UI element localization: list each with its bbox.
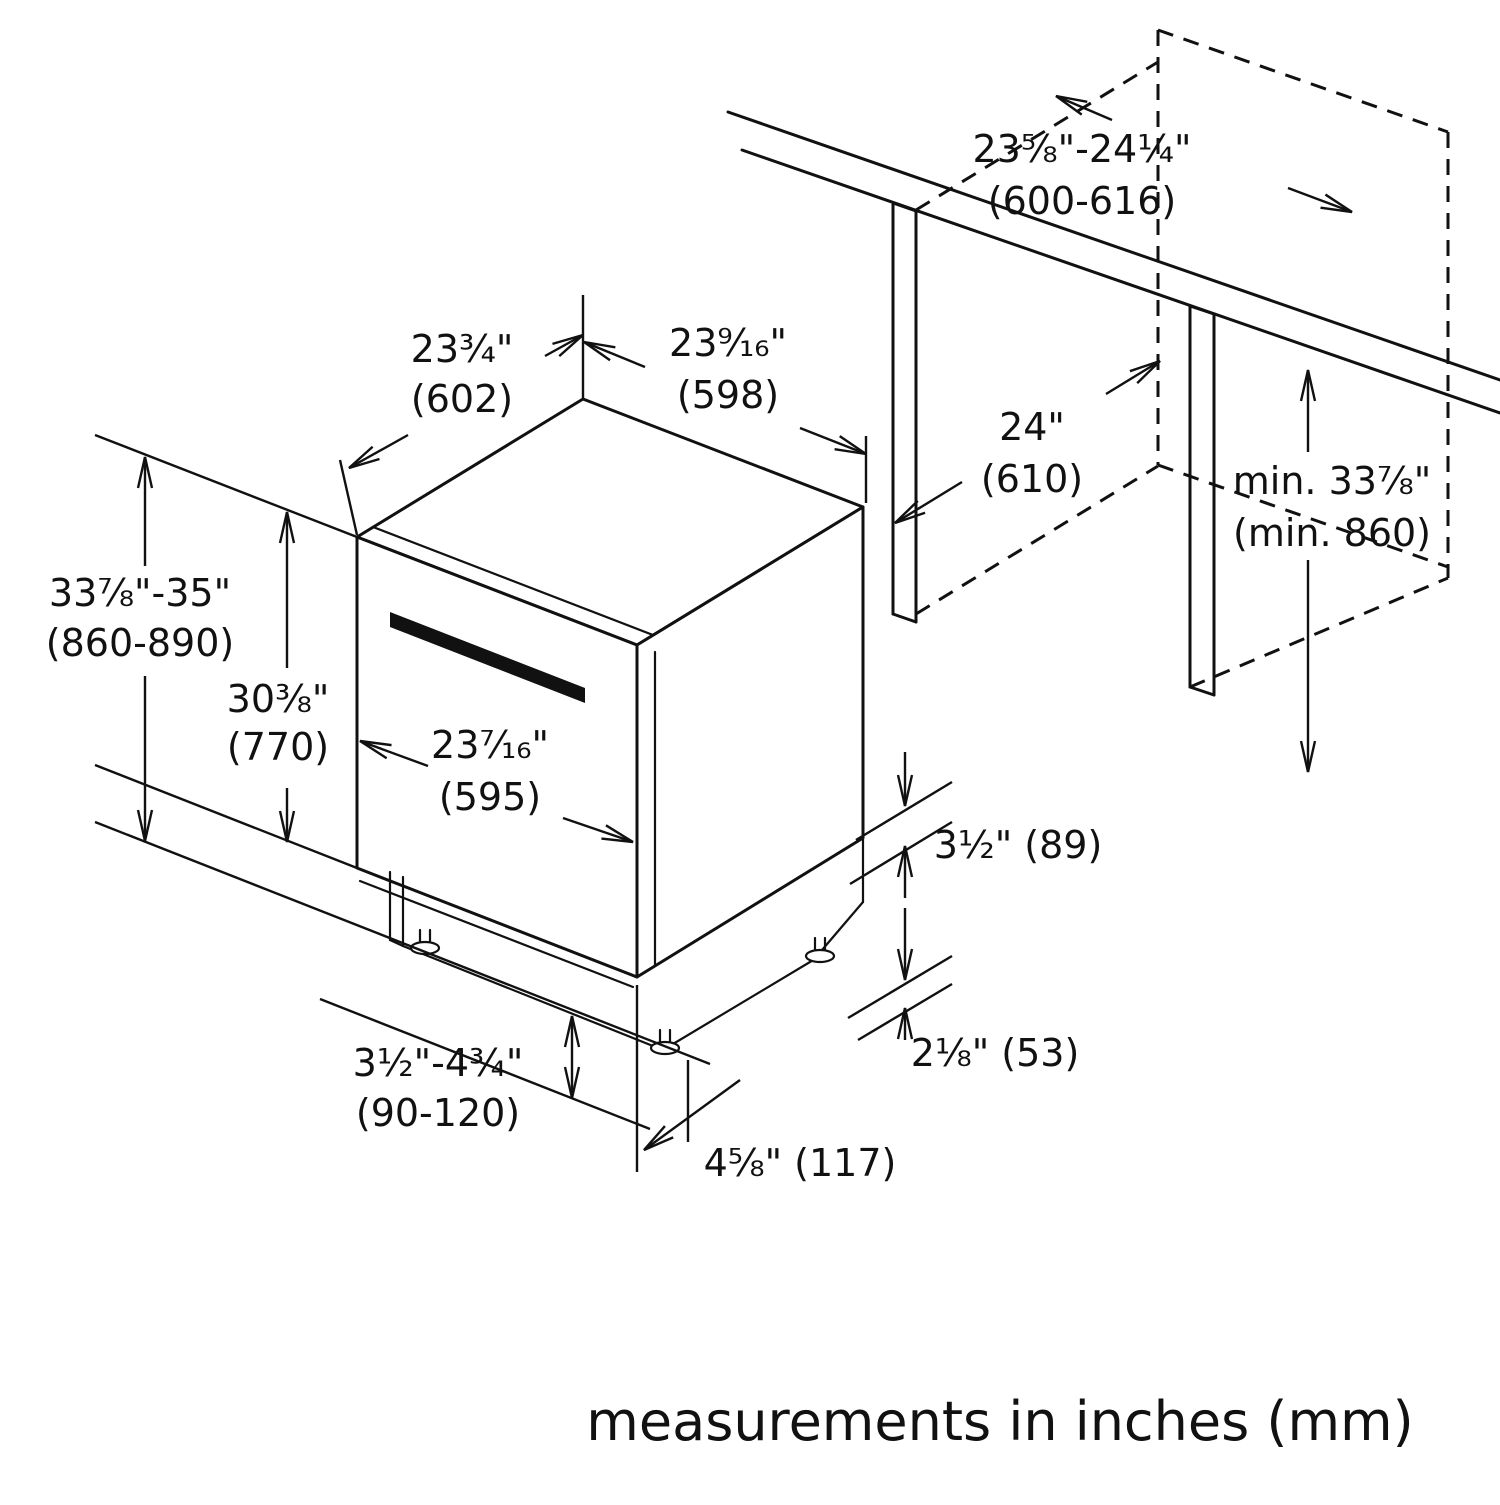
base-rear-bottom-edge	[661, 954, 822, 1052]
dishwasher-top-inner-line	[371, 525, 655, 637]
extension-line-floor-2	[319, 997, 651, 1131]
niche-bottom-back-edge	[1157, 463, 1449, 569]
front-left-foot	[409, 928, 441, 956]
arrow-lower-left	[348, 433, 409, 470]
dim-base-step: 3¹⁄₂" (89)	[849, 752, 1103, 898]
arrow-right	[799, 426, 867, 456]
dim-overall-height: 33⁷⁄₈"-35" (860-890)	[46, 433, 711, 1066]
overall-height-mm: (860-890)	[46, 621, 234, 665]
dim-top-depth: 23³⁄₄" (602)	[338, 295, 585, 536]
niche-height-mm: (min. 860)	[1233, 511, 1431, 555]
front-width-inches: 23⁷⁄₁₆"	[431, 723, 549, 767]
foot-pad	[649, 1040, 681, 1056]
cabinet-side-panels	[891, 201, 1216, 697]
niche-bottom-left-depth-edge	[915, 464, 1159, 616]
caption: measurements in inches (mm)	[586, 1390, 1413, 1453]
niche-width-mm: (600-616)	[988, 179, 1176, 223]
foot-clearance-label: 2¹⁄₈" (53)	[911, 1031, 1080, 1075]
dim-toe-kick-depth: 4⁵⁄₈" (117)	[635, 985, 897, 1185]
base-right-bottom-edge	[820, 900, 865, 952]
dim-top-width: 23⁹⁄₁₆" (598)	[583, 321, 868, 503]
dim-door-height: 30³⁄₈" (770)	[94, 511, 358, 870]
front-right-foot	[649, 1028, 681, 1056]
niche-top-left-depth-edge	[915, 60, 1159, 212]
dim-niche-width: 23⁵⁄₈"-24¹⁄₄" (600-616)	[972, 94, 1353, 223]
niche-back-top-edge	[1157, 28, 1449, 134]
base-step-label: 3¹⁄₂" (89)	[934, 823, 1103, 867]
extension-line-top	[94, 433, 358, 539]
dim-foot-clearance: 2¹⁄₈" (53)	[847, 908, 1080, 1075]
dim-niche-height: min. 33⁷⁄₈" (min. 860)	[1233, 369, 1431, 773]
arrow-upper-right	[544, 333, 584, 358]
door-height-mm: (770)	[227, 725, 329, 769]
niche-height-inches: min. 33⁷⁄₈"	[1233, 459, 1431, 503]
toe-kick-height-mm: (90-120)	[356, 1091, 520, 1135]
left-panel-bottom-edge	[891, 612, 918, 624]
extension-line-upper	[855, 780, 953, 842]
door-handle	[390, 612, 585, 703]
niche-depth-inches: 24"	[999, 405, 1065, 449]
dim-toe-kick-height: 3¹⁄₂"-4³⁄₄" (90-120)	[319, 997, 651, 1135]
toe-kick-height-inches: 3¹⁄₂"-4³⁄₄"	[353, 1041, 524, 1085]
extension-line-corner	[338, 459, 359, 536]
extension-line-floor	[94, 820, 711, 1066]
extension-line-door-bottom	[94, 763, 358, 870]
top-width-mm: (598)	[677, 373, 779, 417]
left-panel-top-edge	[891, 201, 918, 213]
dim-front-width: 23⁷⁄₁₆" (595)	[359, 723, 634, 844]
arrow-lower-left	[894, 480, 963, 525]
niche-bottom-right-depth-edge	[1189, 576, 1449, 689]
cabinet-niche-dashed	[915, 28, 1450, 689]
extension-line-upper	[847, 954, 953, 1020]
arrow-right	[562, 816, 634, 844]
top-width-inches: 23⁹⁄₁₆"	[669, 321, 787, 365]
arrow-left	[583, 340, 646, 369]
rear-right-foot	[804, 936, 836, 964]
door-height-inches: 30³⁄₈"	[227, 677, 330, 721]
arrow-upper-left	[1055, 94, 1113, 122]
niche-depth-mm: (610)	[981, 457, 1083, 501]
arrow-lower-left	[643, 1079, 741, 1152]
overall-height-inches: 33⁷⁄₈"-35"	[49, 571, 231, 615]
front-width-mm: (595)	[439, 775, 541, 819]
top-depth-mm: (602)	[411, 377, 513, 421]
counter-front-edge-bottom	[740, 148, 1500, 415]
counter-front-edge-top	[726, 110, 1500, 382]
top-depth-inches: 23³⁄₄"	[411, 327, 514, 371]
foot-pad	[804, 948, 836, 964]
countertop	[726, 110, 1500, 415]
niche-width-inches: 23⁵⁄₈"-24¹⁄₄"	[972, 127, 1191, 171]
foot-pad	[409, 940, 441, 956]
toe-kick-depth-label: 4⁵⁄₈" (117)	[704, 1141, 897, 1185]
right-panel-bottom-edge	[1188, 685, 1216, 697]
dim-niche-depth: 24" (610)	[894, 359, 1161, 525]
toe-kick-bottom-edge	[401, 944, 665, 1052]
arrow-lower-right	[1287, 186, 1353, 214]
dishwasher	[355, 397, 865, 1056]
door-bottom-inner-line	[358, 879, 635, 989]
right-panel-top-edge	[1188, 304, 1216, 316]
arrow-upper-right	[1105, 359, 1161, 396]
base-left-bottom-join	[388, 938, 405, 948]
arrow-left	[359, 739, 429, 768]
